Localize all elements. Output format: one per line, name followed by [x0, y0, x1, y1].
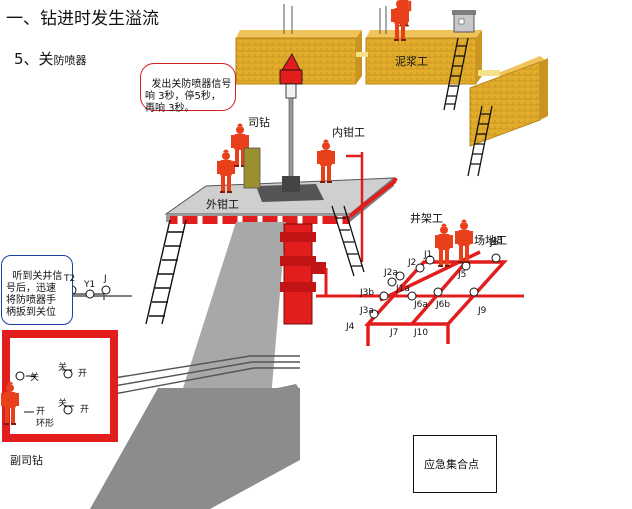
choke-manifold-frame	[364, 250, 508, 346]
driller-signal-text: 发出关防喷器信号 响 3秒，停5秒， 再响 3秒。	[145, 79, 232, 114]
valve-label-j7: J7	[390, 328, 399, 338]
outer-tong-label: 外钳工	[206, 198, 239, 211]
kill-line	[316, 268, 524, 298]
rig-floor-guard	[170, 177, 398, 224]
console-label-6: 开	[36, 407, 46, 417]
kelly-and-swivel	[279, 53, 303, 192]
mud-transfer-pipe	[478, 70, 500, 76]
valve-label-j5: J5	[458, 270, 467, 280]
valve-label-j1a: J1a	[396, 284, 410, 294]
inner-tong-worker	[317, 139, 335, 183]
assistant-action-text: 听到关井信 号后，迅速 将防喷器手 柄扳到关位	[6, 271, 63, 318]
step-heading: 5、关防喷器	[14, 48, 87, 69]
valve-label-j3a: J3a	[360, 306, 374, 316]
derrickman-label: 井架工	[410, 212, 443, 225]
rig-floor	[164, 177, 396, 222]
shadow-ground	[90, 388, 300, 509]
mud-tank-left	[235, 30, 362, 85]
derrick-floor-workers	[435, 219, 473, 267]
valves	[67, 253, 501, 319]
driller-signal-callout: 发出关防喷器信号 响 3秒，停5秒， 再响 3秒。	[140, 63, 236, 114]
floor-ladder-left	[145, 219, 187, 325]
valve-label-j10: J10	[414, 328, 429, 338]
assembly-point-box	[413, 435, 497, 493]
floor-ladder-right	[331, 205, 365, 277]
console-label-3: 关	[58, 399, 68, 409]
console-label-4: 开	[78, 369, 88, 379]
valve-label-j3b: J3b	[360, 288, 375, 298]
mud-tank-right	[469, 56, 548, 147]
console-label-7: 环形	[36, 419, 55, 429]
deputy-console	[2, 330, 118, 442]
driller-figures	[217, 123, 261, 193]
shaker-posts	[283, 4, 387, 34]
floorman-label: 场地工	[474, 234, 507, 247]
valve-label-j6b: J6b	[436, 300, 451, 310]
tank-link-pipe	[356, 52, 368, 57]
mud-shed	[452, 10, 476, 33]
catwalk	[176, 222, 300, 410]
step-number: 5、关	[14, 50, 54, 68]
console-label-2: 关	[58, 363, 68, 373]
page-title: 一、钻进时发生溢流	[6, 9, 159, 29]
assistant-action-callout: 听到关井信 号后，迅速 将防喷器手 柄扳到关位	[1, 255, 73, 325]
valve-label-j4: J4	[346, 322, 355, 332]
inner-tong-label: 内钳工	[332, 126, 365, 139]
valve-label-j8: J8	[494, 236, 503, 246]
valve-label-j6: J6	[490, 238, 499, 248]
valve-label-j2: J2	[408, 258, 417, 268]
valve-label-y1: Y1	[84, 280, 96, 290]
valve-label-j6a: J6a	[414, 300, 428, 310]
mud-worker-label: 泥浆工	[395, 55, 428, 68]
console-label-5: 开	[80, 405, 90, 415]
valve-label-j1: J1	[424, 250, 433, 260]
driller-label: 司钻	[248, 116, 270, 129]
valve-label-j: J	[104, 274, 107, 284]
valve-label-j2a: J2a	[384, 268, 398, 278]
standpipe	[346, 152, 364, 262]
blowout-preventer	[280, 223, 326, 325]
assembly-point-label: 应急集合点	[424, 458, 479, 471]
valve-label-j9: J9	[478, 306, 487, 316]
deputy-driller-label: 副司钻	[10, 454, 43, 467]
tank-ladders	[443, 37, 493, 177]
console-label-1: 关	[30, 373, 40, 383]
valve-label-t2: T2	[64, 274, 76, 284]
step-subject: 防喷器	[53, 54, 87, 67]
